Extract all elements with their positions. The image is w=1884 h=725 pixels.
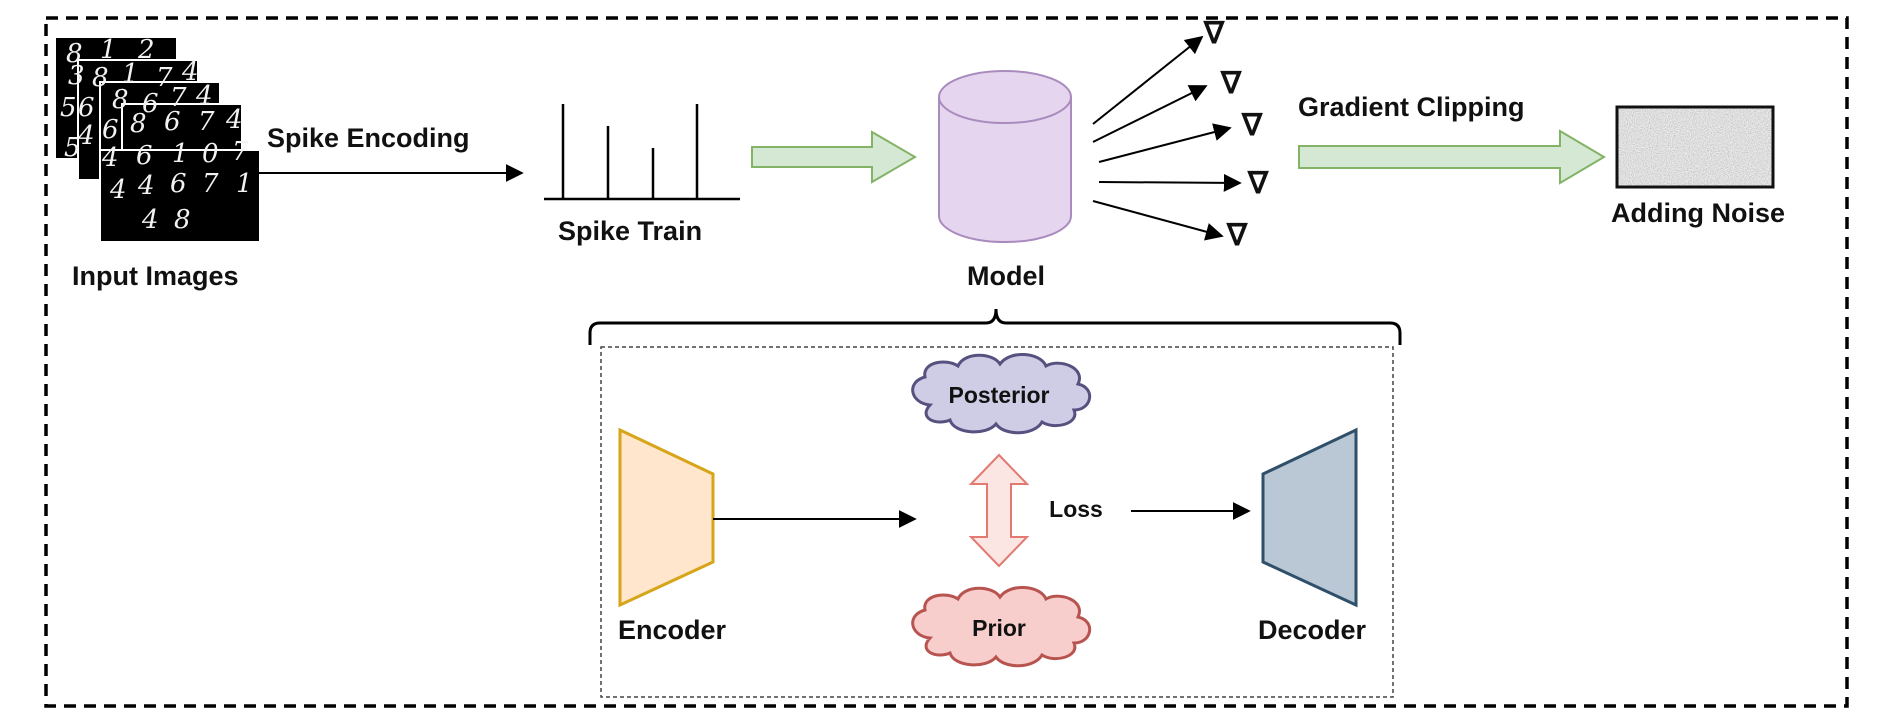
encoder-label: Encoder: [618, 615, 727, 645]
outer-frame: [44, 16, 1849, 708]
gradient-marker-2: ∇: [1220, 67, 1242, 100]
spike-encoding-label: Spike Encoding: [267, 123, 470, 153]
handwritten-digit: 1: [122, 59, 139, 89]
handwritten-digit: 8: [130, 109, 147, 139]
gradient-clipping-arrow: [1298, 129, 1606, 185]
gradient-arrow-4: [1098, 173, 1242, 192]
handwritten-digit: 6: [102, 115, 119, 145]
handwritten-digit: 8: [66, 39, 83, 69]
gradient-arrow-5: [1092, 200, 1224, 241]
loss-double-arrow: [968, 453, 1030, 568]
prior-label: Prior: [972, 615, 1026, 641]
gradient-arrow-1: [1092, 35, 1204, 125]
handwritten-digit: 7: [198, 107, 215, 137]
gradient-arrows: [1092, 35, 1242, 241]
gradient-marker-4: ∇: [1247, 167, 1269, 200]
handwritten-digit: 6: [136, 141, 153, 171]
gradient-marker-5: ∇: [1226, 219, 1248, 252]
handwritten-digit: 6: [142, 89, 159, 119]
handwritten-digit: 7: [232, 137, 249, 167]
handwritten-digit: 5: [64, 133, 81, 163]
decoder-trapezoid: [1261, 427, 1358, 608]
handwritten-digit: 6: [78, 93, 95, 123]
handwritten-digit: 8: [112, 85, 129, 115]
encoder-trapezoid: [618, 427, 715, 608]
gradient-marker-1: ∇: [1203, 17, 1225, 50]
model-detail-box: [600, 346, 1394, 698]
posterior-label: Posterior: [949, 382, 1050, 408]
gradient-arrow-3: [1098, 123, 1232, 163]
adding-noise-label: Adding Noise: [1611, 198, 1785, 228]
model-cylinder: [938, 70, 1072, 243]
handwritten-digit: 8: [92, 63, 109, 93]
handwritten-digit: 4: [225, 105, 243, 135]
noise-image: [1617, 107, 1773, 187]
handwritten-digit: 4: [77, 121, 95, 151]
handwritten-digit: 6: [164, 107, 181, 137]
handwritten-digit: 1: [100, 35, 117, 65]
gradient-arrow-2: [1092, 85, 1208, 143]
loss-label: Loss: [1049, 496, 1103, 522]
handwritten-digit: 2: [137, 35, 155, 65]
handwritten-digit: 4: [137, 171, 155, 201]
handwritten-digit: 4: [141, 205, 159, 235]
digit-image-5: [99, 149, 261, 243]
handwritten-digit: 5: [60, 93, 77, 123]
handwritten-digit: 4: [101, 143, 119, 173]
handwritten-digit: 4: [109, 175, 127, 205]
green-arrow-to-model: [751, 130, 917, 184]
gradient-marker-3: ∇: [1241, 109, 1263, 142]
handwritten-digit: 7: [170, 83, 187, 113]
model-label: Model: [967, 261, 1045, 291]
model-brace: [588, 308, 1402, 345]
handwritten-digit: 1: [236, 169, 253, 199]
decoder-label: Decoder: [1258, 615, 1367, 645]
spike-train: [544, 104, 740, 201]
posterior-cloud: [911, 353, 1091, 435]
handwritten-digit: 7: [202, 169, 219, 199]
handwritten-digit: 8: [174, 205, 191, 235]
handwritten-digit: 6: [170, 169, 187, 199]
handwritten-digit: 1: [172, 139, 189, 169]
prior-cloud: [911, 586, 1091, 668]
gradient-clipping-label: Gradient Clipping: [1298, 92, 1525, 122]
handwritten-digit: 3: [68, 61, 85, 91]
noise-image-border: [1615, 105, 1775, 189]
handwritten-digit: 0: [202, 139, 219, 169]
spike-train-label: Spike Train: [558, 216, 702, 246]
handwritten-digit: 4: [181, 57, 199, 87]
input-images-label: Input Images: [72, 261, 239, 291]
handwritten-digit: 4: [195, 81, 213, 111]
handwritten-digit: 7: [156, 63, 173, 93]
